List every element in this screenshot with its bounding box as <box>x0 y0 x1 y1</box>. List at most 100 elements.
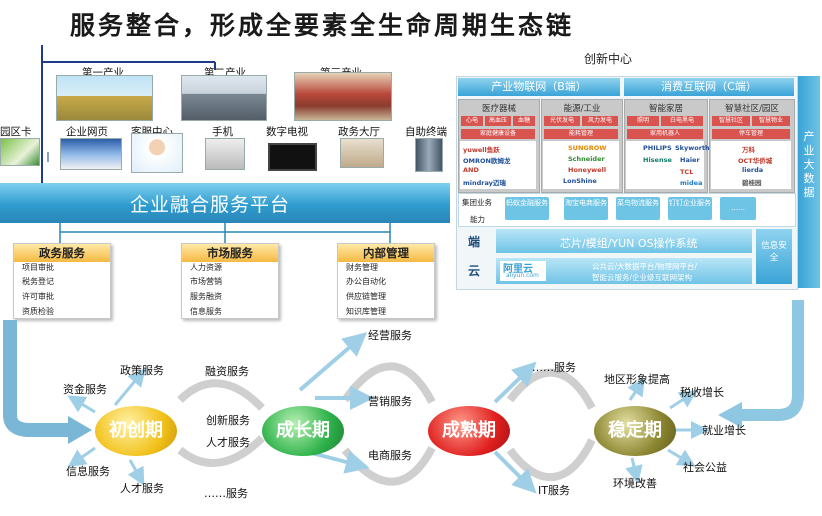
aliyun-logo <box>500 261 546 281</box>
logo: 万科 <box>742 146 755 154</box>
market-service-item: 市场营销 <box>190 277 222 286</box>
top-frame-lines <box>41 45 216 185</box>
biz-tag-enterprise: 钉钉企业服务 <box>668 197 712 220</box>
market-service-item: 信息服务 <box>190 307 222 316</box>
market-service-item: 人力资源 <box>190 263 222 272</box>
stage-growth: 成长期 <box>262 406 344 456</box>
info-security-block <box>756 229 792 284</box>
logo: OMRON欧姆龙 <box>463 157 511 165</box>
logo: OCT华侨城 <box>738 157 773 165</box>
stage-mature: 成熟期 <box>428 406 510 456</box>
logo: Hisense <box>643 156 672 164</box>
aliyun-logo-text: 阿里云 <box>503 264 533 275</box>
stage-startup: 初创期 <box>95 406 177 456</box>
sector-energy-title: 能源/工业 <box>563 104 601 114</box>
stage-stable: 稳定期 <box>594 406 676 456</box>
logo: Schneider <box>568 155 605 163</box>
logo: lierda <box>742 166 764 174</box>
ability-label: 能力 <box>470 215 485 224</box>
service-financing: 融资服务 <box>205 365 249 378</box>
medical-tag: 心电 <box>461 116 483 126</box>
industry-factory-image <box>181 75 267 121</box>
community-tag: 停车管理 <box>712 129 790 139</box>
internal-management-item: 办公自动化 <box>346 277 386 286</box>
smart-home-tag: 家用机器人 <box>627 129 703 139</box>
chip-os-text: 芯片/模组/YUN OS操作系统 <box>560 237 698 250</box>
sector-smart-home-title: 智能家居 <box>648 104 683 114</box>
market-service-item: 服务融资 <box>190 292 222 301</box>
internal-management-item: 供应链管理 <box>346 292 386 301</box>
logo: Haier <box>680 156 700 164</box>
smart-home-tag: 照明 <box>627 116 659 126</box>
innovation-center-title: 创新中心 <box>584 52 633 66</box>
terminal-tv-label: 数字电视 <box>266 126 308 138</box>
gov-service-item: 许可审批 <box>22 292 54 301</box>
logo: mindray迈瑞 <box>463 179 506 187</box>
service-operation: 经营服务 <box>368 329 412 342</box>
gov-service-item: 项目审批 <box>22 263 54 272</box>
logo: SUNGROW <box>568 144 607 152</box>
terminal-phone-label: 手机 <box>212 126 233 138</box>
phone-image <box>205 138 245 170</box>
logo: LonShine <box>563 177 597 185</box>
community-tag: 智慧物业 <box>752 116 790 126</box>
energy-tag: 风力发电 <box>582 116 618 126</box>
medical-tag: 血糖 <box>513 116 535 126</box>
community-logo-area <box>711 141 791 189</box>
cloud-desc-line1: 公共云/大数据平台/物理网平台/ <box>592 262 698 271</box>
logo: 碧桂园 <box>742 179 762 187</box>
market-service-title: 市场服务 <box>182 244 278 262</box>
logo: PHILIPS <box>643 144 672 152</box>
energy-tag: 光伏发电 <box>544 116 580 126</box>
gov-service-item: 税务登记 <box>22 277 54 286</box>
service-talent-2: 人才服务 <box>206 436 250 449</box>
service-it: IT服务 <box>538 484 570 497</box>
biz-tag-finance: 蚂蚁金融服务 <box>505 197 549 220</box>
info-security-label: 信息安全 <box>761 241 787 263</box>
page-title: 服务整合，形成全要素全生命周期生态链 <box>70 11 575 40</box>
service-ecommerce: 电商服务 <box>368 449 412 462</box>
service-platform-bar <box>0 183 450 223</box>
consumer-c-header: 消费互联网（C端） <box>624 78 794 96</box>
lifecycle-arrows <box>3 300 804 494</box>
internal-management-item: 知识库管理 <box>346 307 386 316</box>
logo: Honeywell <box>568 166 607 174</box>
biz-tag-logistics: 菜鸟物流服务 <box>616 197 660 220</box>
logo: TCL <box>680 168 694 176</box>
terminal-kiosk-label: 自助终端 <box>405 126 447 138</box>
service-talent: 人才服务 <box>120 482 164 495</box>
smart-home-tag: 白电黑电 <box>661 116 703 126</box>
iot-b-header: 产业物联网（B端） <box>458 78 620 96</box>
biz-tag-more: …… <box>720 197 756 220</box>
medical-tag: 家庭健康设备 <box>461 129 535 139</box>
web-page-image <box>60 138 122 170</box>
gov-service-title: 政务服务 <box>14 244 110 262</box>
medical-tag: 高血压 <box>485 116 511 126</box>
sector-medical-title: 医疗器械 <box>481 104 516 114</box>
digital-tv-image <box>268 143 317 171</box>
biz-tag-ecommerce: 淘宝电商服务 <box>564 197 608 220</box>
call-center-image <box>131 133 183 173</box>
platform-connectors <box>59 220 391 244</box>
gov-service-item: 资质检验 <box>22 307 54 316</box>
terminal-hall-label: 政务大厅 <box>338 126 380 138</box>
internal-management-title: 内部管理 <box>338 244 434 262</box>
service-innovation: 创新服务 <box>206 414 250 427</box>
logo: AND <box>463 166 479 174</box>
aliyun-url: aliyun.com <box>506 272 539 279</box>
industry-bigdata-label: 产业大数据 <box>803 130 815 199</box>
service-hall-image <box>340 138 384 168</box>
outcome-employment-growth: 就业增长 <box>702 424 746 437</box>
agriculture-image <box>56 75 153 121</box>
medical-logo-area <box>460 141 536 189</box>
service-more-2: ……服务 <box>532 361 576 374</box>
gov-service-box: 政务服务 项目审批 税务登记 许可审批 资质检验 <box>13 243 111 319</box>
market-service-box: 市场服务 人力资源 市场营销 服务融资 信息服务 <box>181 243 279 319</box>
outcome-tax-growth: 税收增长 <box>680 386 724 399</box>
service-capital: 资金服务 <box>63 383 107 396</box>
service-more-1: ……服务 <box>204 487 248 500</box>
cloud-label: 云 <box>468 264 481 278</box>
group-business-label: 集团业务 <box>462 198 492 207</box>
outcome-regional-image: 地区形象提高 <box>604 373 670 386</box>
sector-smart-community-title: 智慧社区/园区 <box>725 104 779 114</box>
